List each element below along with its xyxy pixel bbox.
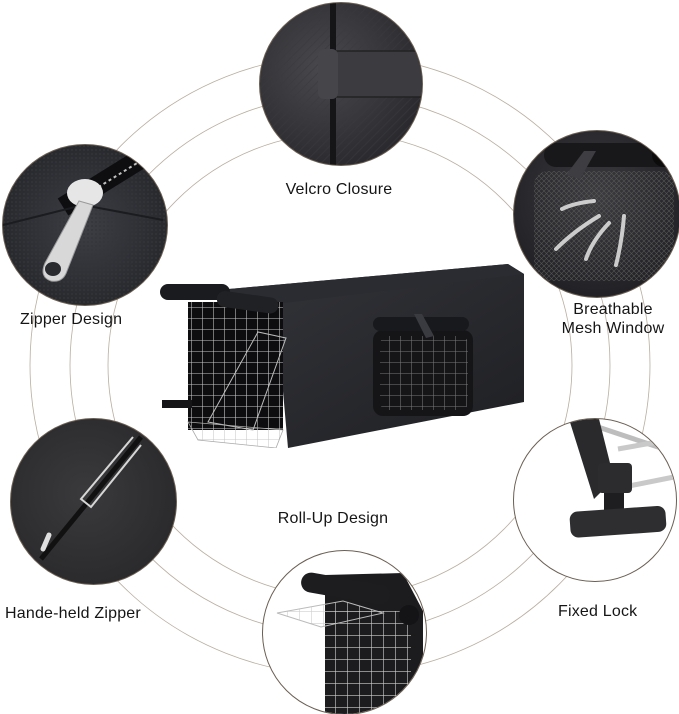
mesh-airflow-icon: [534, 143, 676, 281]
breathable-mesh-window-image: [513, 130, 679, 298]
velcro-closure-image: [259, 2, 423, 166]
zipper-design-label: Zipper Design: [20, 311, 123, 328]
roll-up-design-center-label: Roll-Up Design: [277, 510, 389, 527]
cage-cover-illustration: [160, 264, 524, 449]
zipper-pull-icon: [3, 145, 167, 305]
fixed-lock-image: [513, 418, 677, 582]
zipper-design-image: [2, 144, 168, 306]
velcro-closure-label: Velcro Closure: [285, 181, 393, 198]
product-cage-image: [158, 252, 528, 449]
velcro-strap-icon: [260, 3, 422, 165]
fixed-lock-label: Fixed Lock: [558, 603, 638, 620]
hand-held-zipper-label: Hande-held Zipper: [5, 605, 141, 622]
breathable-mesh-window-label-line2: Mesh Window: [561, 320, 665, 337]
roll-up-design-image: [262, 550, 427, 714]
hand-held-zipper-image: [10, 418, 177, 585]
zipper-handle-icon: [39, 435, 143, 561]
strap-lock-icon: [569, 419, 675, 538]
breathable-mesh-window-label-line1: Breathable: [573, 301, 653, 318]
rolled-cover-icon: [276, 572, 423, 714]
breathable-mesh-window-label: Breathable Mesh Window: [548, 300, 678, 338]
